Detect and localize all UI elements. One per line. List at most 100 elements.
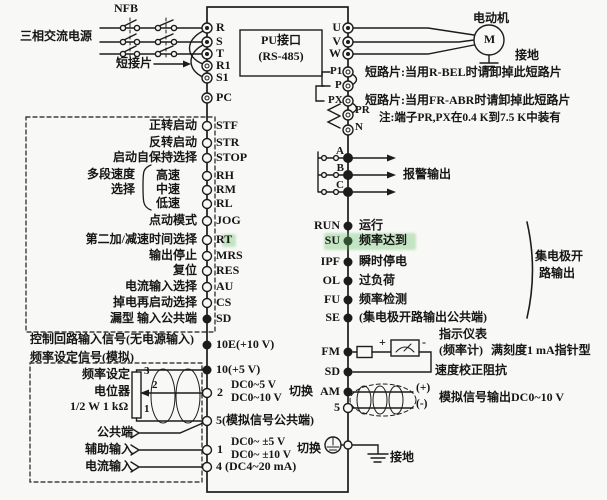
- terminal-fu-label: FU: [324, 292, 340, 306]
- freq-setting-label-2: 电位器: [93, 384, 130, 398]
- terminal-1-option-2: DC0~ ±10 V: [231, 449, 291, 461]
- input-sd-label: 漏型 输入公共端: [109, 311, 197, 325]
- input-str-label: 反转启动: [148, 135, 197, 149]
- alarm-relay-contacts-icon: [317, 151, 344, 196]
- motor-wires: [352, 27, 475, 55]
- terminal-u-label: U: [332, 20, 341, 34]
- terminal-am-label: AM: [320, 384, 340, 398]
- terminal-run-label: RUN: [314, 218, 340, 232]
- power-source-label: 三相交流电源: [20, 29, 93, 43]
- terminal-rm-label: RM: [216, 182, 236, 196]
- terminal-sd-label: SD: [216, 311, 232, 325]
- terminal-s1-label: S1: [216, 70, 229, 84]
- multi-speed-group-label-1: 多段速度: [86, 167, 135, 181]
- meter-label-2: (频率计): [439, 343, 483, 357]
- inverter-outline: [206, 6, 349, 493]
- terminal-pc-label: PC: [216, 90, 232, 104]
- terminal-stf-label: STF: [216, 118, 239, 132]
- open-collector-brace-icon: [526, 221, 534, 319]
- green-watermark-small: [222, 234, 236, 247]
- nfb-breaker-icon: [119, 17, 141, 61]
- input-cs-label: 掉电再启动选择: [112, 295, 197, 309]
- terminal-su-label: SU: [324, 233, 340, 247]
- terminal-se-label: SE: [325, 310, 340, 324]
- run-function-label: 运行: [359, 218, 384, 232]
- pot-pin-3-label: 3: [144, 365, 150, 377]
- motor-label: 电动机: [473, 11, 510, 25]
- se-function-label: (集电极开路输出公共端): [359, 310, 487, 324]
- shorting-clip-label: 短接片: [116, 56, 153, 70]
- terminal-1-option-1: DC0~ ±5 V: [231, 436, 286, 448]
- terminal-rl-label: RL: [216, 196, 233, 210]
- note-pr-px: 注:端子PR,PX在0.4 K到7.5 K中装有: [379, 112, 561, 124]
- meter-label-1: 指示仪表: [439, 327, 488, 341]
- input-rl-label: 低速: [155, 196, 180, 210]
- terminal-cs-label: CS: [216, 295, 232, 309]
- brake-resistor-icon: [326, 103, 341, 129]
- terminal-str-label: STR: [216, 135, 240, 149]
- freq-setting-label-3: 1/2 W 1 kΩ: [70, 399, 129, 413]
- common-input-wire: [130, 422, 204, 439]
- terminal-2-option-2: DC0~10 V: [231, 392, 282, 404]
- freq-signal-section-label: 频率设定信号(模拟): [30, 350, 134, 364]
- terminal-4-label: 4 (DC4~20 mA): [216, 459, 297, 473]
- left-terminal-circles: [201, 22, 213, 473]
- terminal-rt-label: RT: [216, 232, 233, 246]
- terminal-sd-right-label: SD: [324, 364, 340, 378]
- meter-minus-sign: -: [422, 335, 426, 349]
- input-rt-label: 第二加/减速时间选择: [85, 232, 197, 246]
- terminal-2-switch-label: 切换: [289, 384, 314, 398]
- ol-function-label: 过负荷: [359, 273, 396, 287]
- aux-input-wire: [130, 444, 204, 456]
- terminal-10e-label: 10E(+10 V): [216, 337, 275, 351]
- input-stf-label: 正转启动: [148, 118, 197, 132]
- pu-port-box: [239, 29, 323, 77]
- contactor-icon: [154, 17, 178, 61]
- input-rh-label: 高速: [155, 168, 180, 182]
- meter-circuit: [352, 339, 432, 373]
- terminal-px-label: PX: [328, 94, 343, 106]
- terminal-p-label: P: [335, 79, 342, 91]
- green-watermark: [324, 233, 416, 250]
- terminal-2-label: 2: [217, 385, 223, 399]
- ipf-function-label: 瞬时停电: [359, 254, 408, 268]
- terminal-5-label: 5(模拟信号公共端): [216, 413, 314, 427]
- common-input-label: 公共端: [96, 425, 133, 439]
- multi-speed-group-label-2: 选择: [110, 182, 135, 196]
- terminal-10-label: 10(+5 V): [216, 362, 261, 376]
- terminal-ol-label: OL: [322, 273, 340, 287]
- terminal-b-label: B: [336, 162, 344, 174]
- terminal-n-label: N: [355, 121, 363, 133]
- bottom-ground-icon: [351, 444, 389, 463]
- su-function-label: 频率达到: [359, 233, 408, 247]
- terminal-t-label: T: [216, 46, 225, 60]
- terminal-stop-label: STOP: [216, 150, 248, 164]
- shorting-clip-arrow-icon: [153, 60, 191, 68]
- analog-output-label: 模拟信号输出DC0~10 V: [439, 390, 565, 404]
- current-input-wire: [130, 461, 204, 473]
- terminal-1-switch-label: 切换: [297, 441, 322, 455]
- multi-speed-bracket-icon: [142, 164, 152, 211]
- px-pr-jumper-icon: [315, 85, 358, 114]
- terminal-a-label: A: [336, 145, 344, 157]
- pu-port-subtitle: (RS-485): [258, 49, 304, 63]
- input-rm-label: 中速: [155, 182, 180, 196]
- input-mrs-label: 输出停止: [148, 248, 197, 262]
- terminal-mrs-label: MRS: [216, 248, 243, 262]
- aux-input-label: 辅助输入: [84, 442, 133, 456]
- open-collector-brace-label-2: 路输出: [539, 266, 576, 280]
- meter-plus-sign: +: [379, 335, 386, 349]
- terminal-r1-label: R1: [216, 58, 231, 72]
- open-collector-brace-label-1: 集电极开: [535, 249, 584, 263]
- calibration-resistor-icon: [356, 345, 373, 359]
- terminal-s-label: S: [216, 34, 223, 48]
- terminal-c-label: C: [336, 179, 344, 191]
- terminal-pr-label: PR: [355, 104, 370, 116]
- terminal-p1-label: P1: [330, 65, 343, 77]
- terminal-w-label: W: [329, 46, 341, 60]
- analog-output-minus-sign: (-): [416, 398, 428, 410]
- calibration-resistor-label: 速度校正阻抗: [435, 363, 508, 377]
- r1-s1-jumper-wires: [188, 30, 204, 78]
